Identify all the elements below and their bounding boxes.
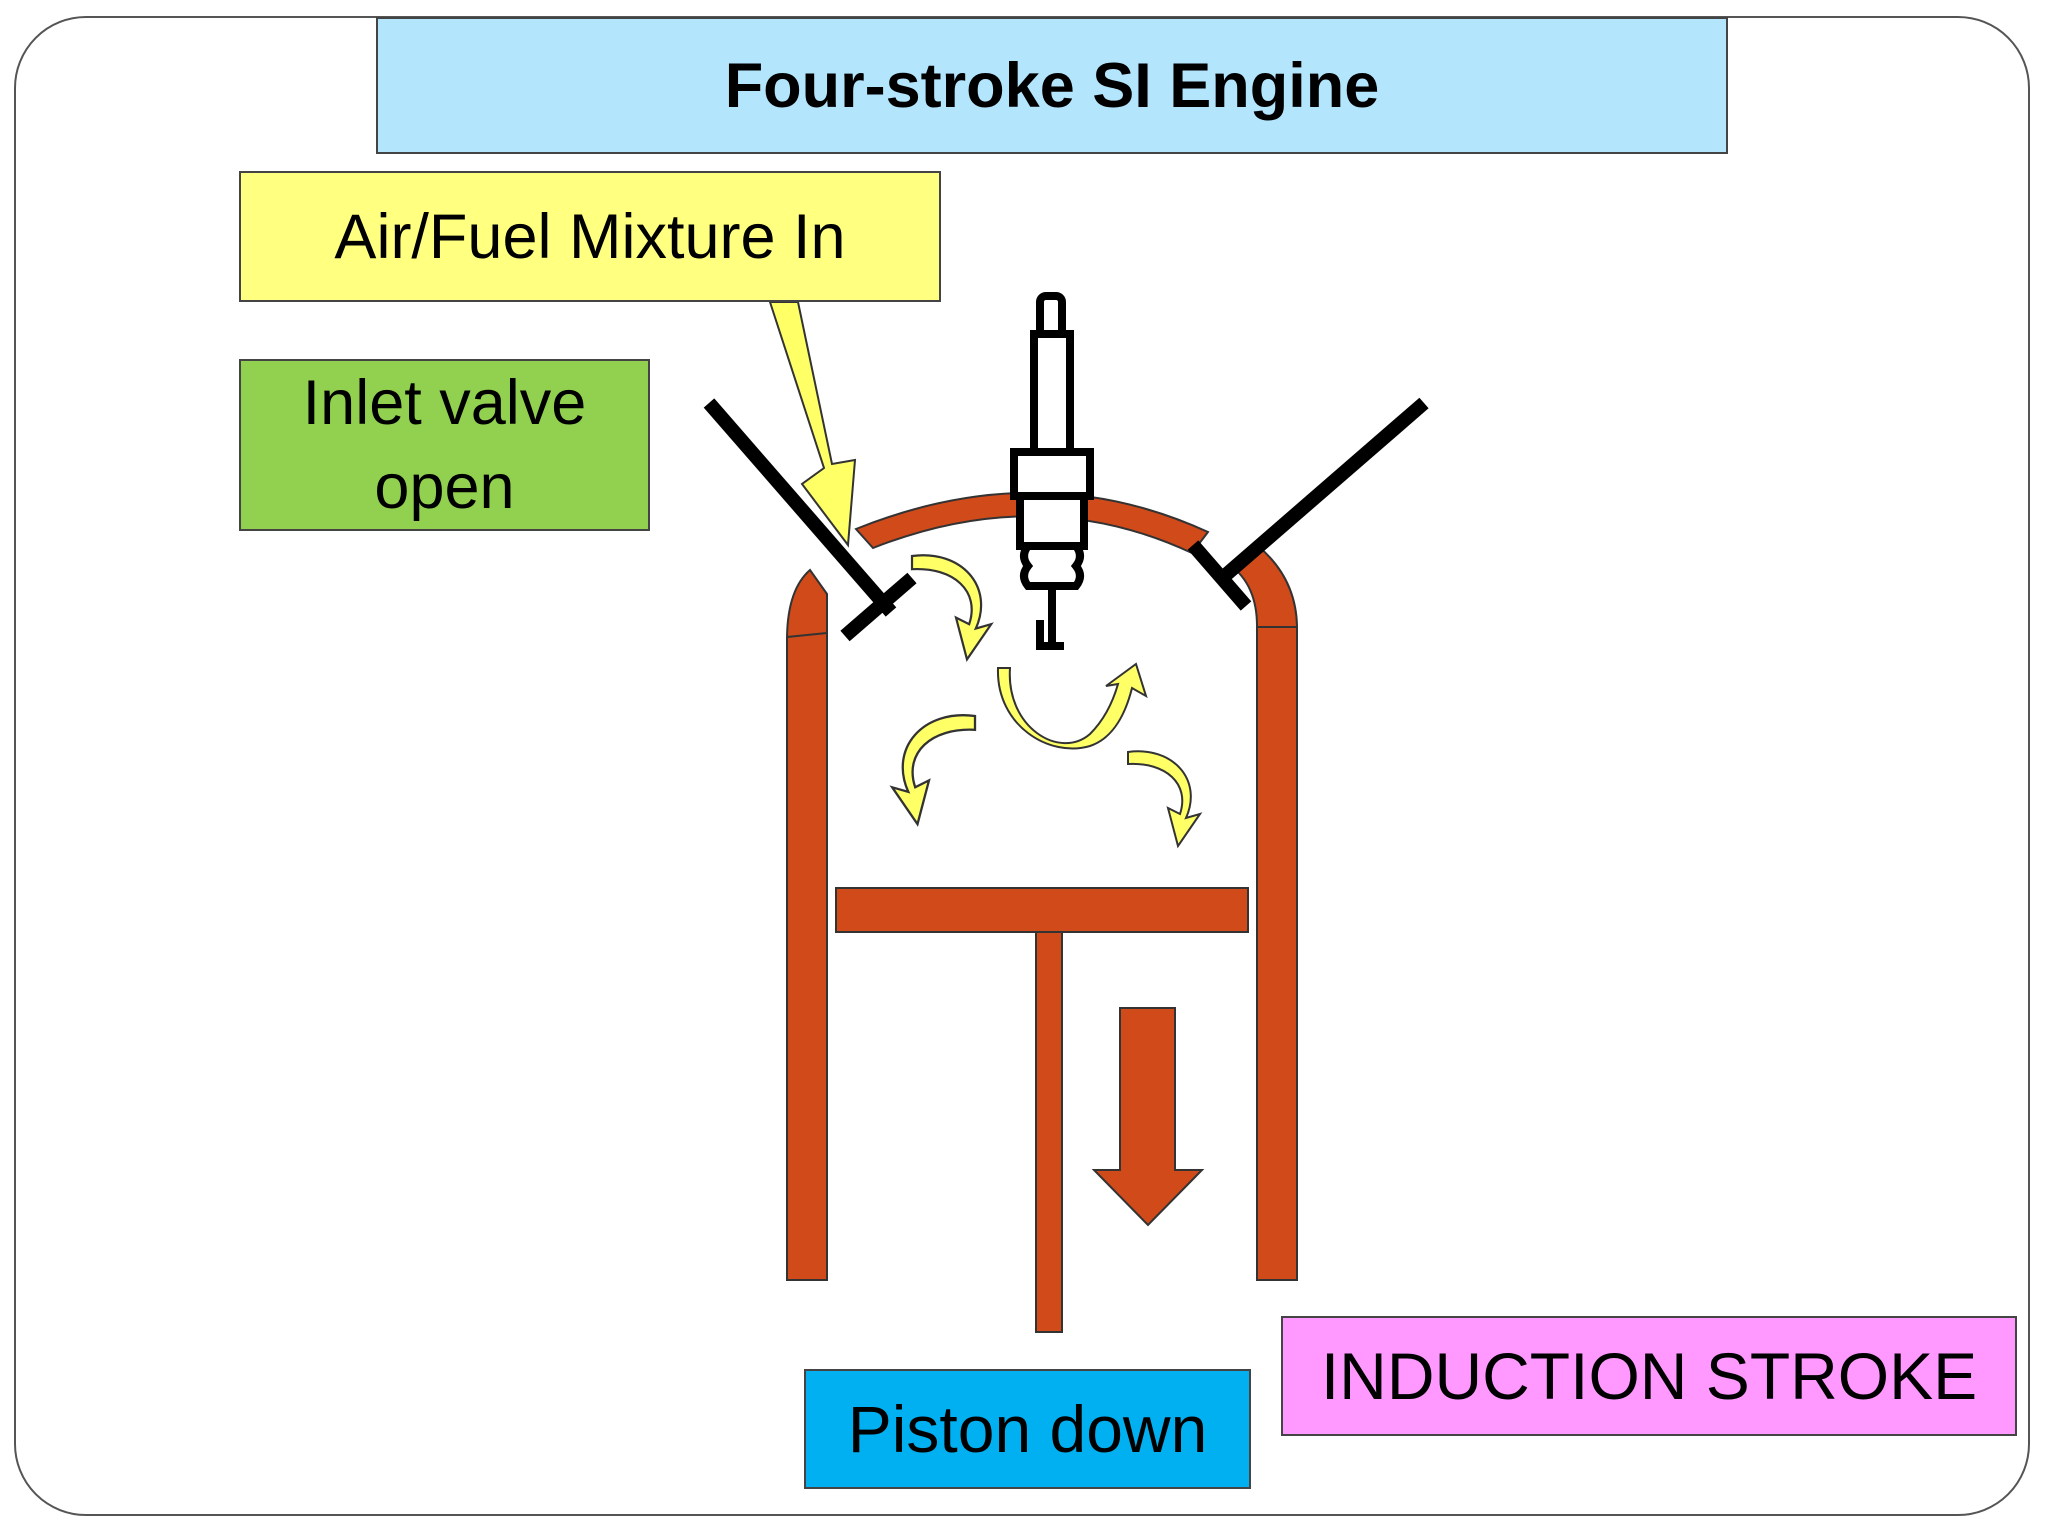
spark-plug-icon bbox=[1010, 292, 1094, 650]
stroke-label: INDUCTION STROKE bbox=[1281, 1316, 2017, 1436]
swirl-arrow-icon bbox=[996, 662, 1148, 750]
down-arrow-icon bbox=[1091, 1007, 1205, 1227]
swirl-arrow-icon bbox=[891, 714, 977, 826]
inlet-valve bbox=[703, 398, 917, 642]
swirl-arrow-icon bbox=[1127, 750, 1201, 847]
mixture-in-label: Air/Fuel Mixture In bbox=[239, 171, 941, 302]
connecting-rod bbox=[1035, 931, 1063, 1333]
page-title: Four-stroke SI Engine bbox=[376, 17, 1728, 154]
piston-label: Piston down bbox=[804, 1369, 1251, 1489]
exhaust-valve bbox=[1187, 397, 1429, 611]
cylinder-left-wall bbox=[786, 568, 828, 1281]
piston-crown bbox=[835, 887, 1249, 933]
intake-flow-arrow bbox=[768, 301, 857, 548]
swirl-arrow-icon bbox=[910, 554, 993, 661]
inlet-valve-label: Inlet valve open bbox=[239, 359, 650, 531]
